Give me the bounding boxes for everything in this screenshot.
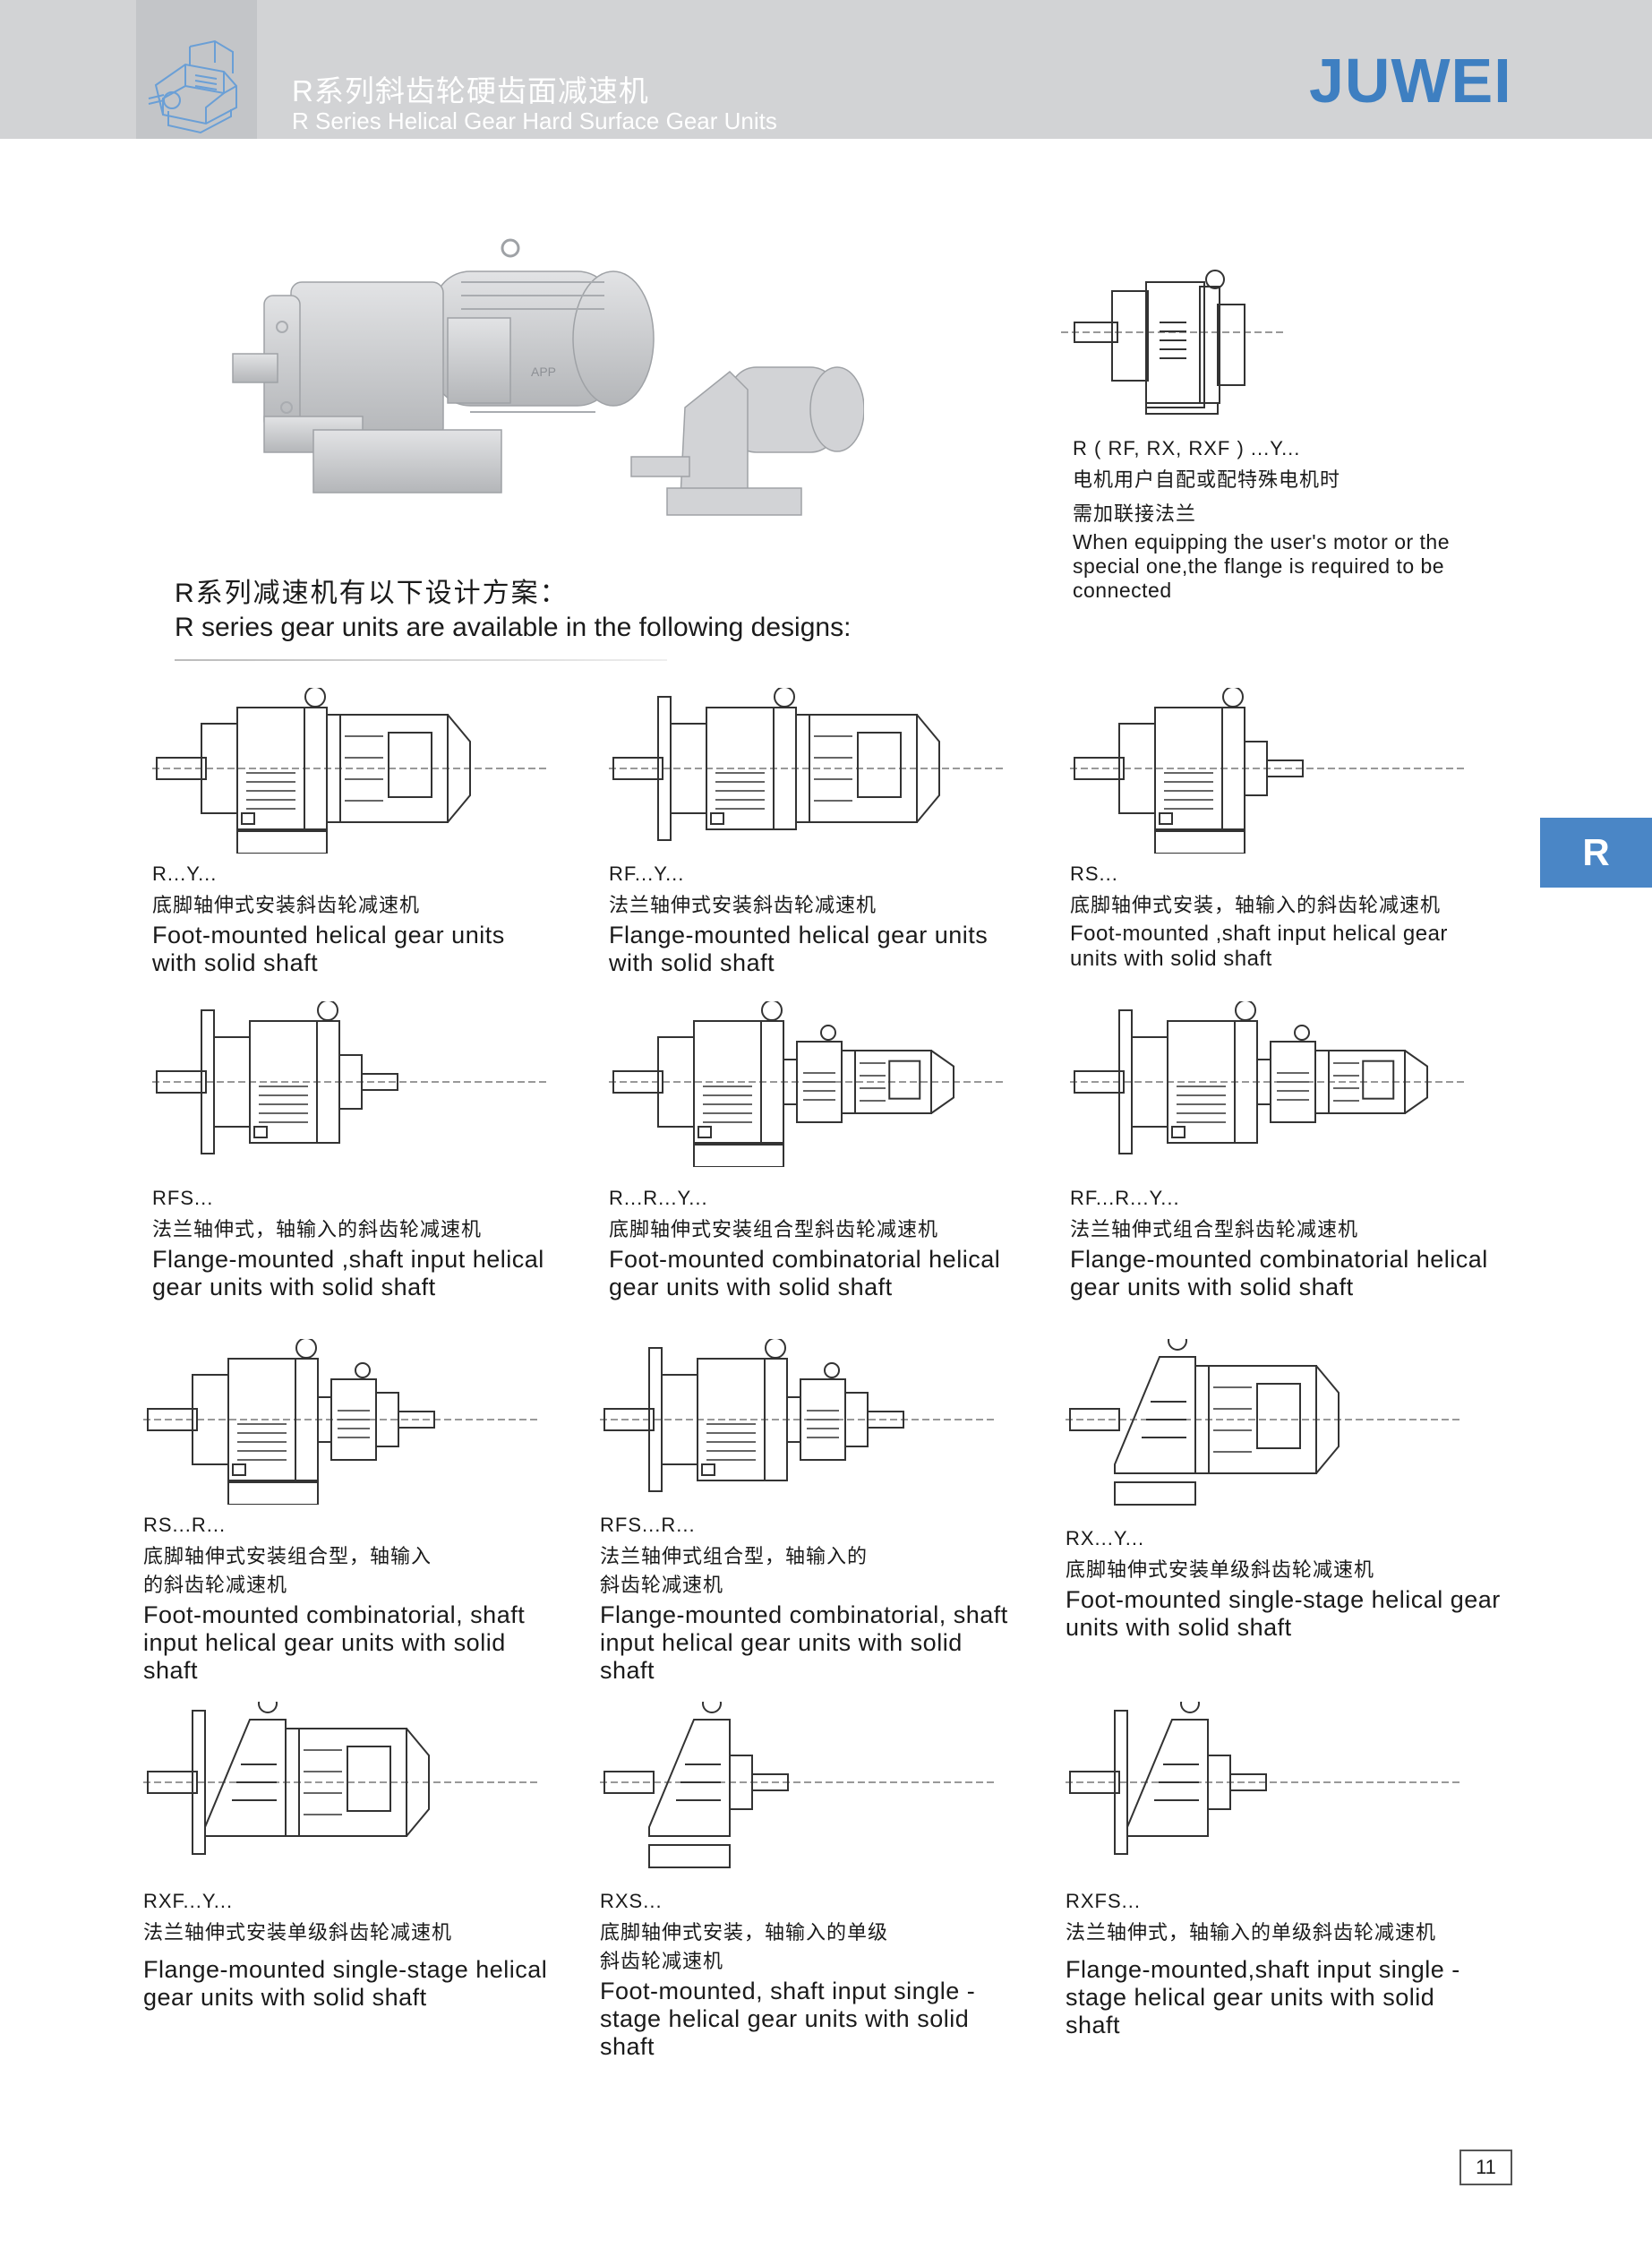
unit-drawing (152, 1001, 546, 1154)
unit-en: Flange-mounted helical gear units with s… (609, 922, 989, 976)
unit-card-10[interactable]: RXF...Y... 法兰轴伸式安装单级斜齿轮减速机 Flange-mounte… (143, 1702, 591, 2012)
unit-code: RX...Y... (1066, 1527, 1145, 1549)
unit-code: RXF...Y... (143, 1890, 234, 1912)
unit-cn-1: 法兰轴伸式，轴输入的斜齿轮减速机 (152, 1218, 483, 1240)
unit-en: Foot-mounted ,shaft input helical gear u… (1070, 922, 1448, 971)
svg-text:APP: APP (531, 365, 556, 379)
unit-card-11[interactable]: RXS... 底脚轴伸式安装，轴输入的单级 斜齿轮减速机 Foot-mounte… (600, 1702, 1048, 2061)
unit-drawing (1066, 1702, 1459, 1855)
header-icon-box (136, 0, 257, 139)
unit-drawing (600, 1702, 994, 1868)
unit-card-12[interactable]: RXFS... 法兰轴伸式，轴输入的单级斜齿轮减速机 Flange-mounte… (1066, 1702, 1513, 2039)
note-block: R ( RF, RX, RXF ) ...Y... 电机用户自配或配特殊电机时 … (1073, 428, 1502, 603)
unit-cn-2: 斜齿轮减速机 (600, 1574, 724, 1596)
header-title-en: R Series Helical Gear Hard Surface Gear … (292, 107, 777, 134)
product-photo-small (630, 366, 864, 516)
unit-code: RS... (1070, 862, 1118, 885)
unit-cn-1: 底脚轴伸式安装组合型斜齿轮减速机 (609, 1218, 939, 1240)
brand-logo: JUWEI (1309, 46, 1512, 116)
note-code: R ( RF, RX, RXF ) ...Y... (1073, 437, 1301, 459)
section-tab[interactable]: R (1540, 818, 1652, 888)
unit-code: RF...R...Y... (1070, 1187, 1180, 1209)
unit-card-1[interactable]: R...Y... 底脚轴伸式安装斜齿轮减速机 Foot-mounted heli… (152, 688, 600, 977)
unit-drawing (143, 1339, 537, 1505)
unit-en: Foot-mounted, shaft input single -stage … (600, 1978, 976, 2060)
unit-card-6[interactable]: RF...R...Y... 法兰轴伸式组合型斜齿轮减速机 Flange-moun… (1070, 1001, 1518, 1301)
unit-code: RXFS... (1066, 1890, 1142, 1912)
intro-divider (175, 659, 667, 661)
note-en: When equipping the user's motor or the s… (1073, 530, 1451, 602)
unit-code: R...Y... (152, 862, 218, 885)
unit-card-8[interactable]: RFS...R... 法兰轴伸式组合型，轴输入的 斜齿轮减速机 Flange-m… (600, 1339, 1048, 1685)
unit-cn-2: 的斜齿轮减速机 (143, 1574, 288, 1596)
unit-code: RFS...R... (600, 1514, 696, 1536)
unit-en: Flange-mounted single-stage helical gear… (143, 1956, 548, 2011)
unit-drawing (1070, 1001, 1464, 1154)
unit-drawing (152, 688, 546, 854)
unit-en: Flange-mounted combinatorial helical gea… (1070, 1246, 1488, 1300)
unit-code: RXS... (600, 1890, 663, 1912)
unit-card-7[interactable]: RS...R... 底脚轴伸式安装组合型，轴输入 的斜齿轮减速机 Foot-mo… (143, 1339, 591, 1685)
unit-en: Foot-mounted combinatorial helical gear … (609, 1246, 1001, 1300)
note-drawing[interactable] (1061, 269, 1294, 421)
intro-cn: R系列减速机有以下设计方案： (175, 579, 569, 608)
unit-en: Flange-mounted ,shaft input helical gear… (152, 1246, 544, 1300)
unit-cn-1: 法兰轴伸式，轴输入的单级斜齿轮减速机 (1066, 1921, 1437, 1944)
unit-drawing (143, 1702, 537, 1855)
unit-en: Foot-mounted single-stage helical gear u… (1066, 1586, 1501, 1641)
unit-en: Flange-mounted combinatorial, shaft inpu… (600, 1601, 1008, 1684)
note-cn-line-1: 电机用户自配或配特殊电机时 (1073, 468, 1341, 491)
unit-code: R...R...Y... (609, 1187, 708, 1209)
note-cn-line-2: 需加联接法兰 (1073, 502, 1197, 525)
unit-card-3[interactable]: RS... 底脚轴伸式安装，轴输入的斜齿轮减速机 Foot-mounted ,s… (1070, 688, 1518, 972)
unit-card-5[interactable]: R...R...Y... 底脚轴伸式安装组合型斜齿轮减速机 Foot-mount… (609, 1001, 1057, 1301)
unit-drawing (600, 1339, 994, 1492)
unit-drawing (1066, 1339, 1459, 1506)
unit-code: RS...R... (143, 1514, 227, 1536)
header-title-cn: R系列斜齿轮硬齿面减速机 (292, 74, 649, 107)
unit-code: RFS... (152, 1187, 214, 1209)
unit-en: Flange-mounted,shaft input single -stage… (1066, 1956, 1460, 2038)
page-header: R系列斜齿轮硬齿面减速机 R Series Helical Gear Hard … (0, 0, 1652, 139)
unit-drawing (609, 1001, 1003, 1167)
unit-drawing (1070, 688, 1464, 854)
product-photo-large: APP (232, 238, 655, 493)
page-number: 11 (1459, 2150, 1512, 2185)
unit-cn-1: 法兰轴伸式组合型，轴输入的 (600, 1545, 869, 1567)
unit-card-9[interactable]: RX...Y... 底脚轴伸式安装单级斜齿轮减速机 Foot-mounted s… (1066, 1339, 1513, 1642)
unit-code: RF...Y... (609, 862, 685, 885)
unit-cn-1: 底脚轴伸式安装组合型，轴输入 (143, 1545, 432, 1567)
unit-cn-2: 斜齿轮减速机 (600, 1950, 724, 1972)
unit-cn-1: 底脚轴伸式安装，轴输入的斜齿轮减速机 (1070, 894, 1442, 916)
unit-cn-1: 法兰轴伸式组合型斜齿轮减速机 (1070, 1218, 1359, 1240)
unit-en: Foot-mounted combinatorial, shaft input … (143, 1601, 526, 1684)
intro-en: R series gear units are available in the… (175, 613, 852, 642)
unit-cn-1: 法兰轴伸式安装单级斜齿轮减速机 (143, 1921, 453, 1944)
unit-card-4[interactable]: RFS... 法兰轴伸式，轴输入的斜齿轮减速机 Flange-mounted ,… (152, 1001, 600, 1301)
gear-unit-icon (148, 39, 237, 134)
unit-cn-1: 法兰轴伸式安装斜齿轮减速机 (609, 894, 877, 916)
unit-cn-1: 底脚轴伸式安装单级斜齿轮减速机 (1066, 1558, 1375, 1581)
unit-cn-1: 底脚轴伸式安装斜齿轮减速机 (152, 894, 421, 916)
unit-drawing (609, 688, 1003, 841)
unit-en: Foot-mounted helical gear units with sol… (152, 922, 505, 976)
unit-cn-1: 底脚轴伸式安装，轴输入的单级 (600, 1921, 889, 1944)
unit-card-2[interactable]: RF...Y... 法兰轴伸式安装斜齿轮减速机 Flange-mounted h… (609, 688, 1057, 977)
